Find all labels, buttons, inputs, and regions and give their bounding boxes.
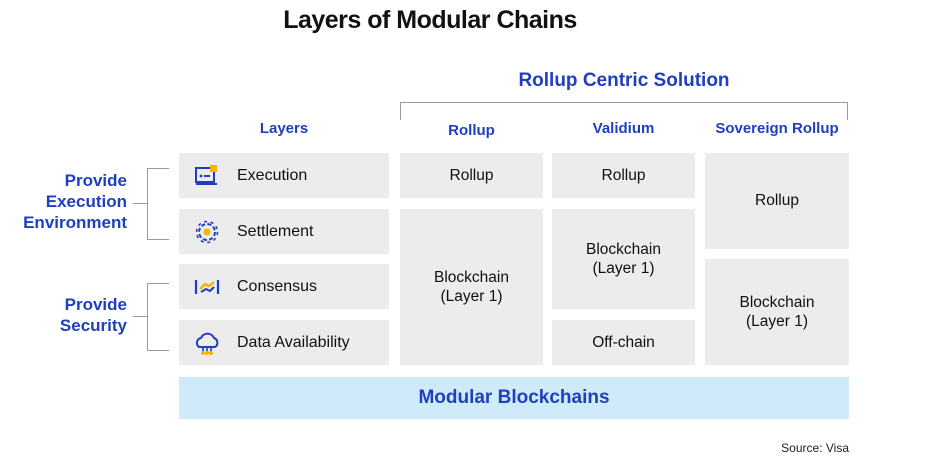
rollup-centric-bracket — [400, 102, 848, 120]
validium-col-offchain-cell: Off-chain — [552, 320, 695, 365]
cell-label: Rollup — [755, 192, 799, 210]
column-header-validium: Validium — [592, 120, 655, 137]
layer-label: Consensus — [237, 277, 318, 295]
execution-bracket-tick — [133, 203, 147, 204]
cell-label: Off-chain — [592, 333, 655, 351]
rollup-col-execution-cell: Rollup — [400, 153, 543, 198]
layer-label: Settlement — [237, 222, 314, 240]
consensus-handshake-icon — [193, 273, 221, 301]
sovereign-col-rollup-cell: Rollup — [705, 153, 849, 249]
column-header-sovereign-rollup: Sovereign Rollup — [715, 120, 839, 137]
security-bracket-tick — [133, 316, 147, 317]
side-label-execution-environment: Provide Execution Environment — [0, 170, 127, 233]
cell-label: Rollup — [601, 166, 646, 184]
column-header-layers: Layers — [259, 120, 309, 137]
layer-consensus: Consensus — [179, 264, 389, 309]
layer-label: Execution — [237, 166, 308, 184]
side-label-text: Provide Security — [59, 295, 127, 335]
cell-label: Blockchain (Layer 1) — [739, 293, 815, 330]
side-label-text: Provide Execution Environment — [23, 171, 127, 232]
data-availability-cloud-icon — [193, 329, 221, 357]
cell-label: Blockchain (Layer 1) — [434, 268, 509, 305]
source-note: Source: Visa — [781, 441, 849, 455]
modular-blockchains-banner: Modular Blockchains — [179, 377, 849, 419]
column-header-rollup: Rollup — [448, 122, 495, 139]
cell-label: Blockchain (Layer 1) — [586, 240, 661, 277]
layer-label: Data Availability — [237, 333, 350, 351]
execution-bracket — [147, 168, 169, 240]
settlement-gear-icon — [193, 218, 221, 246]
cell-label: Rollup — [449, 166, 494, 184]
diagram-title: Layers of Modular Chains — [283, 6, 577, 34]
validium-col-blockchain-cell: Blockchain (Layer 1) — [552, 209, 695, 309]
side-label-security: Provide Security — [0, 294, 127, 336]
validium-col-execution-cell: Rollup — [552, 153, 695, 198]
modular-blockchains-label: Modular Blockchains — [418, 387, 610, 408]
execution-icon — [193, 162, 221, 190]
sovereign-col-blockchain-cell: Blockchain (Layer 1) — [705, 259, 849, 365]
rollup-col-blockchain-cell: Blockchain (Layer 1) — [400, 209, 543, 365]
rollup-centric-title: Rollup Centric Solution — [518, 70, 730, 91]
layer-settlement: Settlement — [179, 209, 389, 254]
layer-data-availability: Data Availability — [179, 320, 389, 365]
layer-execution: Execution — [179, 153, 389, 198]
security-bracket — [147, 283, 169, 351]
